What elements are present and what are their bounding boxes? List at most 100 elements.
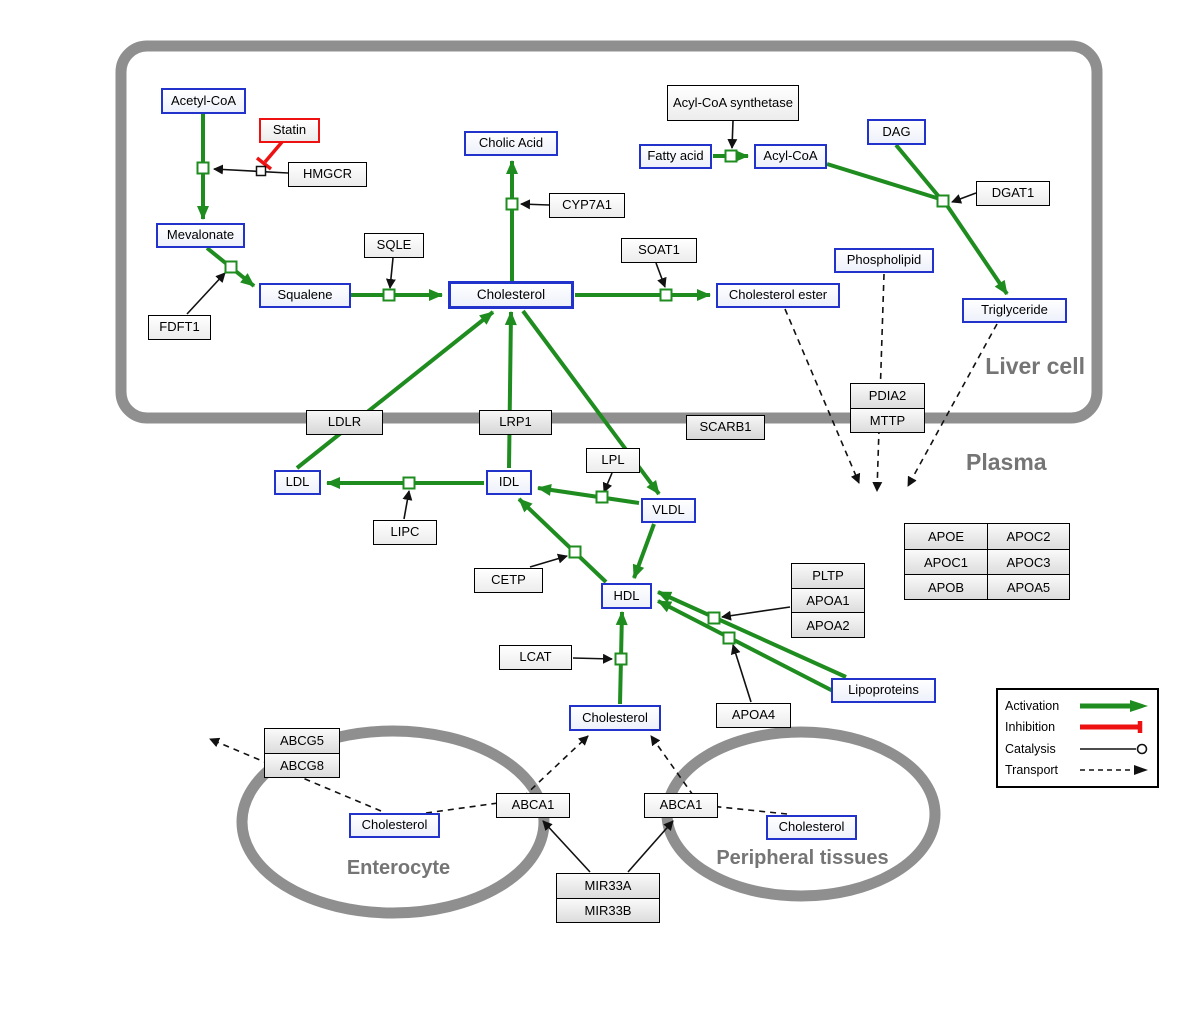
cat-pltp-apoa <box>721 606 791 621</box>
node-mevalonate[interactable]: Mevalonate <box>156 223 245 248</box>
node-dag[interactable]: DAG <box>867 119 926 145</box>
node-fdft1[interactable]: FDFT1 <box>148 315 211 340</box>
node-apob[interactable]: APOB <box>905 574 987 599</box>
reaction-node <box>724 149 738 163</box>
node-apoa2[interactable]: APOA2 <box>792 612 864 638</box>
cat-dgat1 <box>951 192 977 204</box>
node-lipc[interactable]: LIPC <box>373 520 437 545</box>
catalysis-circle-icon <box>1136 743 1148 755</box>
liver-cell-label: Liver cell <box>985 353 1085 379</box>
reaction-node <box>505 197 519 211</box>
node-lcat[interactable]: LCAT <box>499 645 572 670</box>
node-soat1[interactable]: SOAT1 <box>621 238 697 263</box>
node-apoc2[interactable]: APOC2 <box>987 524 1069 549</box>
inhibition-edges <box>255 140 284 171</box>
reaction-node <box>722 631 736 645</box>
node-mttp[interactable]: MTTP <box>851 407 924 432</box>
reaction-node <box>707 611 721 625</box>
node-dgat1[interactable]: DGAT1 <box>976 181 1050 206</box>
node-mir33a[interactable]: MIR33A <box>557 874 659 898</box>
node-pdia2[interactable]: PDIA2 <box>851 384 924 408</box>
node-cholesterol-peripheral[interactable]: Cholesterol <box>766 815 857 840</box>
node-lpl[interactable]: LPL <box>586 448 640 473</box>
node-abcg5[interactable]: ABCG5 <box>265 729 339 753</box>
cat-sqle <box>385 257 396 289</box>
node-acetyl-coa[interactable]: Acetyl-CoA <box>161 88 246 114</box>
node-cetp[interactable]: CETP <box>474 568 543 593</box>
node-apoc3[interactable]: APOC3 <box>987 549 1069 574</box>
node-apoa4[interactable]: APOA4 <box>716 703 791 728</box>
cat-lpl <box>602 472 613 493</box>
node-lrp1[interactable]: LRP1 <box>479 410 552 435</box>
node-idl[interactable]: IDL <box>486 470 532 495</box>
reaction-nodes <box>196 149 950 666</box>
node-apoc1[interactable]: APOC1 <box>905 549 987 574</box>
reaction-node <box>224 260 238 274</box>
node-statin[interactable]: Statin <box>259 118 320 143</box>
node-cholic-acid[interactable]: Cholic Acid <box>464 131 558 156</box>
node-squalene[interactable]: Squalene <box>259 283 351 308</box>
legend-row-inhibition: Inhibition <box>1005 719 1150 735</box>
transport-arrowhead-icon <box>1134 765 1148 776</box>
edge-vldl-idl <box>537 483 640 505</box>
node-abcg8[interactable]: ABCG8 <box>265 752 339 777</box>
node-triglyceride[interactable]: Triglyceride <box>962 298 1067 323</box>
group-apolipoproteins: APOE APOC2 APOC1 APOC3 APOB APOA5 <box>904 523 1070 600</box>
node-mir33b[interactable]: MIR33B <box>557 897 659 922</box>
reaction-node <box>595 490 609 504</box>
inh-statin-tbar <box>255 156 273 171</box>
tr-triglyceride-plasma <box>907 323 998 487</box>
node-acyl-coa[interactable]: Acyl-CoA <box>754 144 827 169</box>
node-ldlr[interactable]: LDLR <box>306 410 383 435</box>
node-cholesterol-enterocyte[interactable]: Cholesterol <box>349 813 440 838</box>
reaction-node <box>936 194 950 208</box>
node-vldl[interactable]: VLDL <box>641 498 696 523</box>
inhibition-symbol <box>1080 721 1143 734</box>
reaction-node <box>196 161 210 175</box>
tr-peripheral-plasma-cholesterol <box>650 735 788 815</box>
cat-mir33-abca1-enterocyte <box>542 820 591 873</box>
node-ldl[interactable]: LDL <box>274 470 321 495</box>
cat-cetp <box>529 553 568 568</box>
tr-cholesterolester-plasma <box>784 308 861 484</box>
node-cyp7a1[interactable]: CYP7A1 <box>549 193 625 218</box>
tr-enterocyte-plasma-cholesterol <box>425 735 589 814</box>
node-apoa1[interactable]: APOA1 <box>792 587 864 613</box>
reaction-node <box>568 545 582 559</box>
node-lipoproteins[interactable]: Lipoproteins <box>831 678 936 703</box>
node-acyl-coa-synthetase[interactable]: Acyl-CoA synthetase <box>667 85 799 121</box>
edge-dgat-triglyceride <box>944 202 1009 296</box>
node-abca1-peripheral[interactable]: ABCA1 <box>644 793 718 818</box>
cat-lipc <box>402 490 413 520</box>
edge-idl-cholesterol <box>504 311 517 469</box>
node-cholesterol-plasma[interactable]: Cholesterol <box>569 705 661 731</box>
catalysis-edges <box>186 120 977 873</box>
cat-hmgcr <box>213 164 289 175</box>
activation-arrowhead-icon <box>1130 699 1148 712</box>
peripheral-tissues-label: Peripheral tissues <box>716 847 889 869</box>
node-cholesterol-ester[interactable]: Cholesterol ester <box>716 283 840 308</box>
edge-lipoproteins-hdl-2 <box>657 590 847 679</box>
node-abca1-enterocyte[interactable]: ABCA1 <box>496 793 570 818</box>
node-phospholipid[interactable]: Phospholipid <box>834 248 934 273</box>
edge-vldl-hdl <box>632 523 656 579</box>
group-abcg5-abcg8: ABCG5 ABCG8 <box>264 728 340 778</box>
edge-hdl-idl <box>517 497 608 584</box>
node-pltp[interactable]: PLTP <box>792 564 864 588</box>
inh-statin-hmgcr <box>263 140 284 164</box>
node-cholesterol-liver[interactable]: Cholesterol <box>448 281 574 309</box>
cat-acylcoa-synthetase <box>727 120 738 149</box>
cat-soat1 <box>655 262 667 288</box>
node-fatty-acid[interactable]: Fatty acid <box>639 144 712 169</box>
node-apoe[interactable]: APOE <box>905 524 987 549</box>
node-scarb1[interactable]: SCARB1 <box>686 415 765 440</box>
cat-cyp7a1 <box>520 199 550 210</box>
legend-row-transport: Transport <box>1005 762 1150 778</box>
node-sqle[interactable]: SQLE <box>364 233 424 258</box>
reaction-node <box>382 288 396 302</box>
node-hdl[interactable]: HDL <box>601 583 652 609</box>
node-apoa5[interactable]: APOA5 <box>987 574 1069 599</box>
node-hmgcr[interactable]: HMGCR <box>288 162 367 187</box>
transport-symbol <box>1080 765 1148 776</box>
